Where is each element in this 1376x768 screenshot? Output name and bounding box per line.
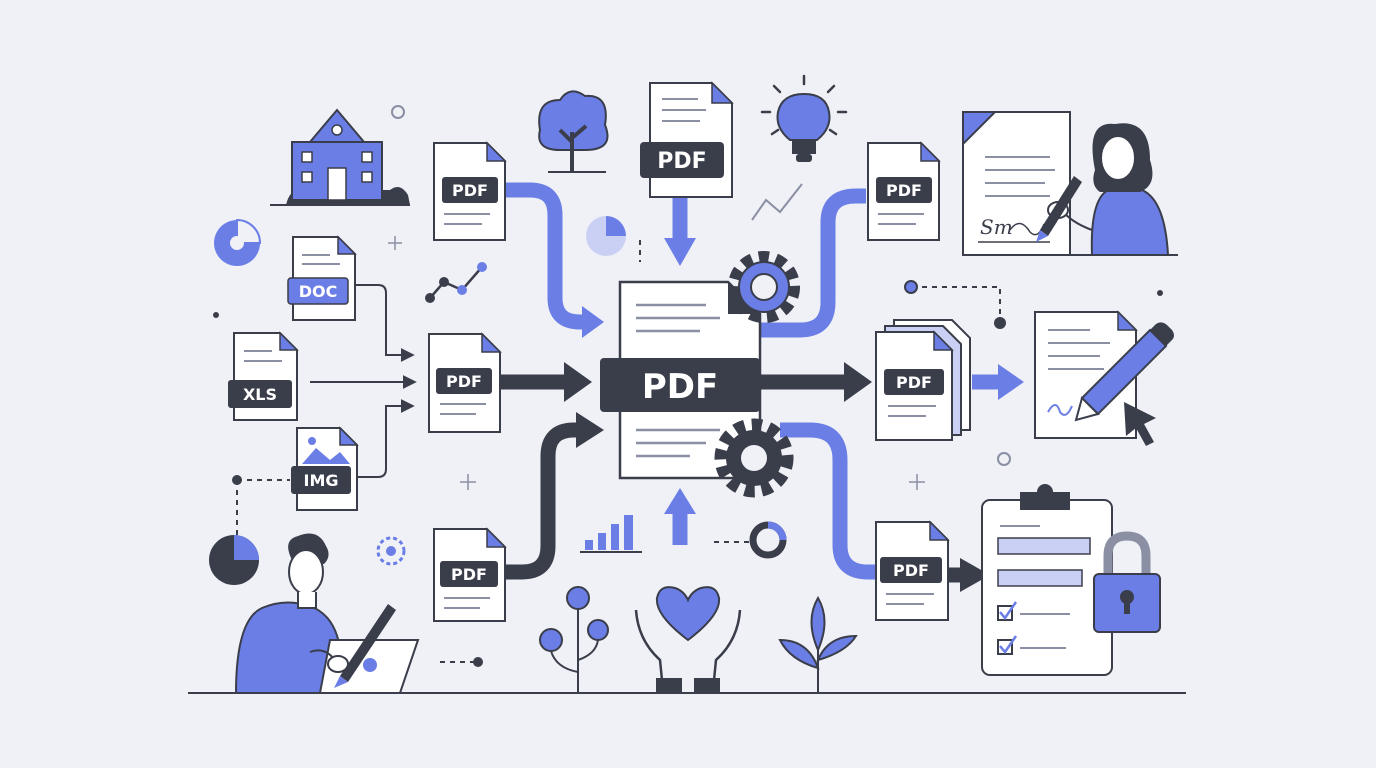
img-file: IMG	[291, 426, 359, 511]
dashed-dots	[232, 317, 1006, 667]
cursor-icon	[1124, 402, 1156, 446]
doc-label: DOC	[299, 282, 338, 301]
sprout-icon	[539, 586, 609, 692]
pdf-label: PDF	[657, 149, 706, 174]
trend-line-icon	[751, 183, 803, 221]
pencil-icon	[1074, 322, 1174, 422]
gear-icon	[728, 251, 800, 323]
blue-connectors	[505, 182, 1000, 580]
pdf-label: PDF	[451, 565, 487, 584]
pdf-file-stack-right: PDF	[875, 319, 971, 441]
pdf-file-bottom-left: PDF	[433, 527, 507, 622]
lightbulb-icon	[760, 74, 848, 162]
signature-text: Sm	[980, 215, 1013, 239]
pie-chart-icon	[209, 535, 259, 585]
sparkle-icons	[388, 236, 925, 490]
sprout-icon	[778, 596, 858, 692]
img-label: IMG	[303, 471, 338, 490]
pdf-label: PDF	[896, 373, 932, 392]
pdf-file-bottom-right: PDF	[875, 520, 950, 621]
line-chart-icon	[425, 262, 487, 303]
dashed-lines	[236, 240, 1001, 663]
pdf-file-top-center: PDF	[640, 81, 734, 198]
person-writing	[234, 533, 420, 694]
pdf-label: PDF	[452, 181, 488, 200]
doc-file: DOC	[287, 235, 357, 321]
heart-hands-icon	[634, 586, 742, 692]
central-pdf-label: PDF	[642, 367, 718, 407]
building-icon	[286, 108, 410, 205]
small-dots	[213, 290, 1163, 318]
pdf-file-top-left: PDF	[433, 141, 507, 241]
pdf-label: PDF	[886, 181, 922, 200]
gear-icon	[714, 418, 794, 498]
dark-connectors	[500, 374, 962, 583]
pdf-label: PDF	[446, 372, 482, 391]
signed-document: Sm	[962, 111, 1071, 256]
editable-document	[1034, 310, 1138, 439]
xls-file: XLS	[228, 331, 299, 421]
dot-blue	[904, 280, 918, 294]
person-signing	[1036, 123, 1170, 256]
pie-chart-icon	[586, 216, 626, 256]
pdf-label: PDF	[893, 561, 929, 580]
bar-chart-icon	[580, 515, 642, 553]
pie-chart-icon	[214, 218, 262, 266]
target-icon	[376, 536, 406, 566]
tree-icon	[538, 90, 609, 173]
dark-arrowheads	[564, 362, 990, 592]
blue-arrowheads	[582, 238, 1024, 514]
donut-chart-icon	[749, 521, 787, 559]
pdf-file-middle-left: PDF	[428, 332, 502, 433]
lock-icon	[1093, 531, 1161, 633]
thin-input-lines	[310, 284, 417, 478]
small-circles	[391, 105, 1011, 466]
central-pdf-document: PDF	[600, 280, 762, 480]
pdf-file-top-right: PDF	[867, 141, 941, 241]
clipboard-icon	[981, 484, 1113, 676]
xls-label: XLS	[243, 385, 277, 404]
